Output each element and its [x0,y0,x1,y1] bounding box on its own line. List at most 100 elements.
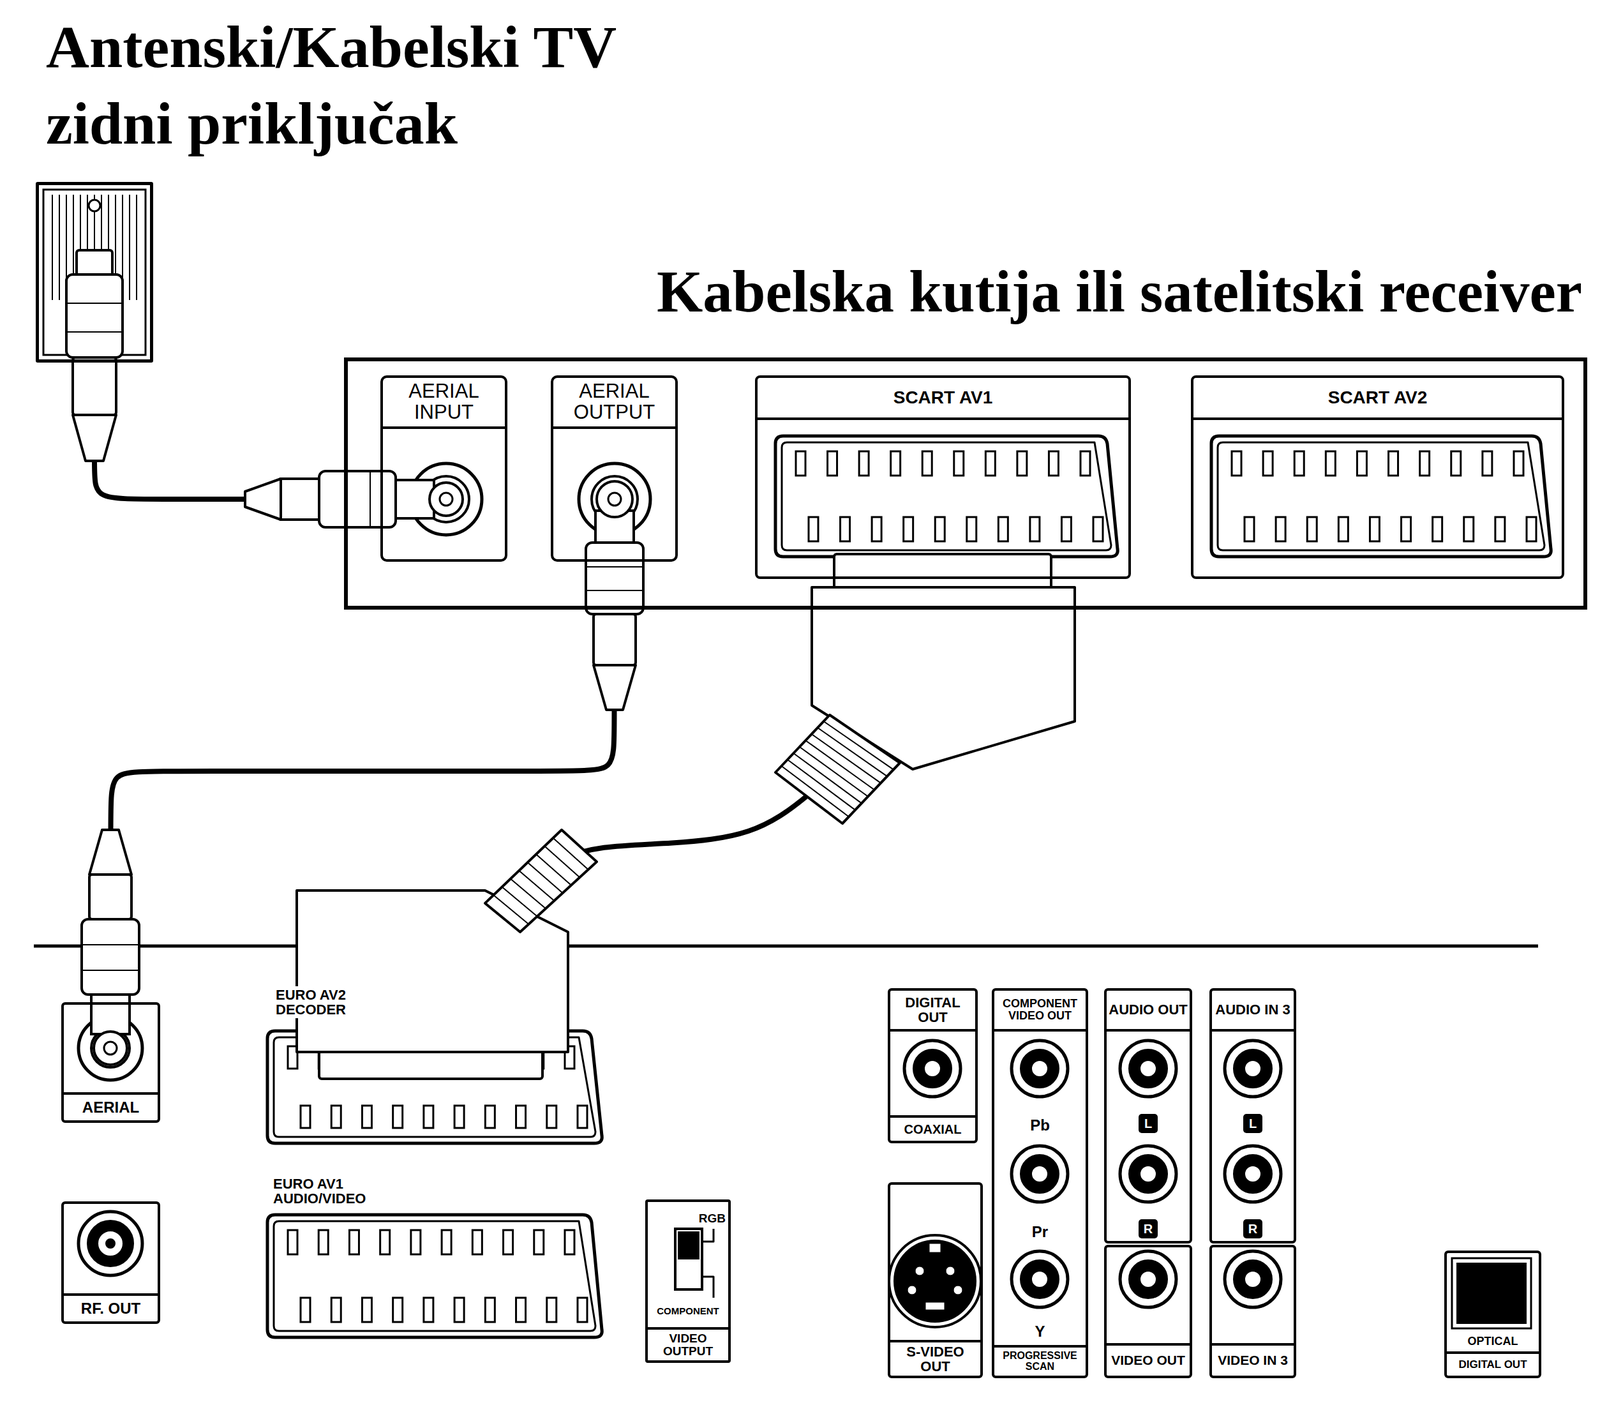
rca-jack [904,1040,961,1097]
label-slot: VIDEO OUTPUT [647,1326,729,1361]
port-label: COMPONENT VIDEO OUT [994,997,1086,1022]
coax-plug [585,566,644,591]
scart-pin [1432,516,1443,542]
coax-jack [97,1230,124,1257]
coax-jack [104,1041,117,1055]
coax-plug [585,542,644,614]
coax-plug [81,944,140,971]
coax-plug [91,994,130,1034]
port-label: S-VIDEO OUT [890,1344,981,1374]
scart-pin [1294,451,1304,476]
scart-pin [534,1229,544,1255]
scart-pin [361,1297,372,1322]
scart-pin [1369,516,1380,542]
rca-jack [924,1060,941,1077]
label-slot: COMPONENT [649,1303,727,1318]
scart-pin [485,1105,495,1128]
coax-plug [439,492,453,506]
coax-plug [319,471,396,528]
scart-pin [1451,451,1461,476]
label-slot: SCART AV2 [1193,377,1562,420]
scart-pin [441,1229,452,1255]
scart-pin [1093,516,1103,542]
rca-jack [1233,1049,1272,1088]
label-slot: Y [994,1321,1086,1341]
port-label: VIDEO OUTPUT [647,1331,729,1358]
scart-pin [546,1297,557,1322]
scart-pin [423,1297,434,1322]
scart-pin [318,1229,329,1255]
channel-label: L [1248,1116,1257,1131]
coax-plug [429,482,463,516]
scart-pin [287,1229,298,1255]
port-label: DIGITAL OUT [890,994,976,1025]
rca-jack [1244,1270,1262,1288]
boot-ribs [781,721,894,817]
scart-pin [1338,516,1348,542]
scart-pin [546,1105,557,1128]
label-slot: SCART AV1 [757,377,1129,420]
coax-plug [593,613,636,666]
scart-pin [795,451,806,476]
port-label: AUDIO OUT [1108,1001,1188,1017]
port-panel: AERIAL INPUT [380,375,508,562]
scart-socket: EURO AV2 DECODER [267,1030,602,1144]
scart-pin [827,451,838,476]
scart-pin [922,451,932,476]
label-slot: Pr [994,1221,1086,1242]
port-label: EURO AV2 DECODER [273,986,369,1018]
label-slot: DIGITAL OUT [890,990,976,1032]
port-panel: AUDIO OUT L R [1104,987,1193,1244]
port-label: AERIAL OUTPUT [553,381,676,423]
coax-plug [280,478,320,520]
port-panel: OPTICAL DIGITAL OUT [1444,1250,1542,1378]
port-panel: AERIAL OUTPUT [550,375,678,562]
rca-jack [1128,1259,1168,1299]
scart-pin [840,516,851,542]
svideo-pin [945,1266,955,1276]
coax-plug [72,357,117,415]
scart-pin [859,451,869,476]
port-panel: VIDEO OUT [1104,1244,1193,1378]
label-slot: RF. OUT [63,1293,158,1322]
port-label: RGB [698,1211,726,1225]
receiver-panel: Kabelska kutija ili satelitski receiverA… [343,357,1588,610]
scart-outline [267,1214,602,1338]
port-panel: SCART AV2 [1190,375,1565,579]
scart-pin [1080,451,1091,476]
scart-pin [1513,451,1524,476]
port-label: DIGITAL OUT [1458,1358,1527,1371]
rca-jack [1120,1040,1177,1097]
label-slot: COMPONENT VIDEO OUT [994,990,1086,1032]
label-slot: VIDEO IN 3 [1211,1342,1294,1376]
scart-pin [1017,451,1027,476]
scart-outline [775,435,1118,557]
divider-line [33,944,1539,948]
label-slot: AERIAL OUTPUT [553,377,676,429]
scart-pin [1495,516,1505,542]
scart-pin [1526,516,1537,542]
rca-jack [1128,1049,1168,1088]
port-label: VIDEO OUT [1111,1353,1186,1368]
channel-label: R [1143,1222,1153,1236]
label-slot: DIGITAL OUT [1446,1351,1539,1376]
label-slot: L [1138,1113,1158,1133]
label-slot: OPTICAL [1446,1331,1539,1350]
scart-pin [472,1229,482,1255]
port-label: RF. OUT [81,1300,141,1316]
channel-label: L [1144,1116,1152,1131]
channel-label: R [1248,1222,1258,1236]
scart-plug [834,553,1052,590]
svideo-key [925,1301,945,1310]
scart-pin [1307,516,1317,542]
scart-socket: EURO AV1 AUDIO/VIDEO [267,1214,602,1338]
coax-plug [104,1041,117,1055]
coax-plug [608,492,621,506]
port-label: AUDIO IN 3 [1215,1001,1290,1017]
scart-plug [485,829,597,932]
label-slot: L [1243,1113,1263,1133]
rca-jack [1224,1040,1281,1097]
